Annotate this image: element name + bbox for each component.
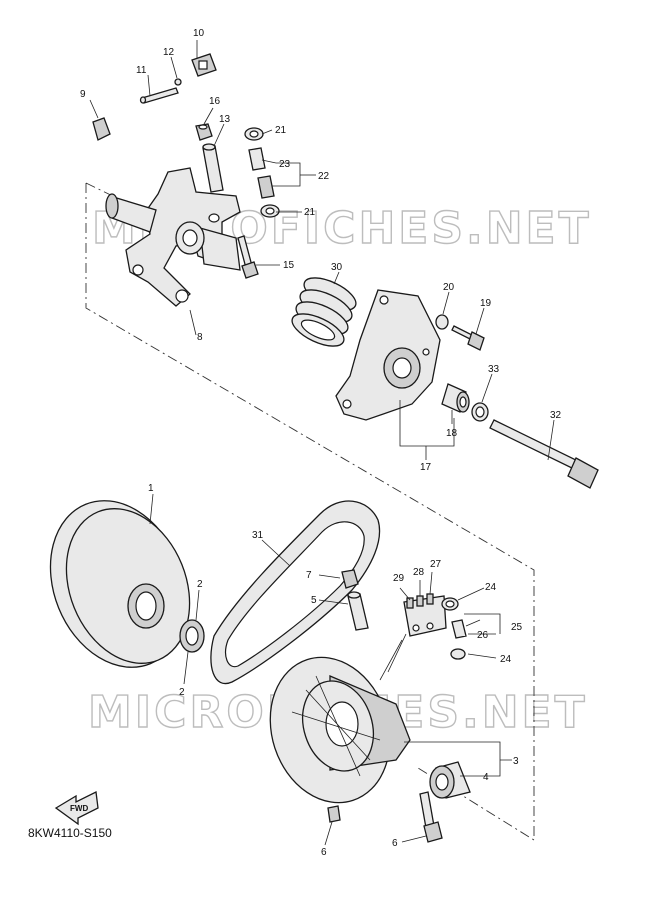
sleeve-part-5: [347, 591, 369, 631]
spring-part-30: [291, 277, 357, 347]
callout-33: 33: [488, 364, 500, 375]
callout-13: 12: [163, 47, 175, 58]
callout-1: 1: [148, 483, 154, 494]
bolt-part-15: [237, 235, 259, 279]
callout-20: 20: [443, 282, 455, 293]
callout-32: 32: [550, 410, 562, 421]
bushing-group-21-23: [244, 127, 280, 218]
callout-4: 4: [483, 772, 489, 783]
callout-30: 30: [331, 262, 343, 273]
pin-part-12: [139, 87, 179, 104]
callout-2-bottom: 2: [179, 687, 185, 698]
callout-3: 3: [513, 756, 519, 767]
callout-24-top: 24: [485, 582, 497, 593]
callout-31: 31: [252, 530, 264, 541]
sheave-part-1: [49, 500, 191, 668]
callout-7: 6: [392, 838, 398, 849]
callout-9: 8: [197, 332, 203, 343]
callout-10: 9: [80, 89, 86, 100]
belt-part-31: [210, 500, 381, 685]
fwd-label: FWD: [70, 804, 88, 813]
bolt-part-32: [489, 419, 599, 489]
pin-part-6: [327, 805, 341, 823]
callout-22: 22: [318, 171, 330, 182]
callout-25: 25: [511, 622, 523, 633]
bearing-part-18: [441, 383, 470, 413]
callout-21-top: 21: [275, 125, 287, 136]
leader-lines: [89, 40, 555, 846]
callout-6: 6: [321, 847, 327, 858]
callout-19: 19: [480, 298, 492, 309]
washer-part-33: [471, 402, 489, 422]
callout-24-bottom: 24: [500, 654, 512, 665]
callout-21-bottom: 21: [304, 207, 316, 218]
cover-part-17: [335, 289, 441, 421]
callout-14: 13: [219, 114, 231, 125]
diagram-code: 8KW4110-S150: [28, 826, 112, 840]
washer-part-20: [435, 314, 449, 330]
bushing-part-26: [450, 619, 467, 660]
bolt-part-19: [451, 325, 485, 351]
nut-part-16: [195, 123, 213, 141]
pin-plate-part-25: [403, 593, 447, 637]
bearing-part-4: [429, 761, 471, 799]
callouts: 10 12 11 9 16 13 21 23 22 21 15 30 20 19…: [80, 28, 562, 858]
nut-part-8: [341, 569, 359, 589]
callout-18: 18: [446, 428, 458, 439]
callout-8: 7: [306, 570, 312, 581]
callout-29: 29: [393, 573, 405, 584]
callout-27: 27: [430, 559, 442, 570]
callout-11: 10: [193, 28, 205, 39]
washer-part-24: [441, 597, 459, 611]
callout-17: 17: [420, 462, 432, 473]
callout-2-top: 2: [197, 579, 203, 590]
collar-part-2: [179, 619, 205, 653]
fwd-arrow-icon: FWD: [54, 791, 99, 826]
callout-26: 26: [477, 630, 489, 641]
ring-part-13: [174, 78, 182, 86]
arm-part-9: [105, 167, 241, 307]
callout-5: 5: [311, 595, 317, 606]
block-part-10: [92, 117, 111, 141]
sheave-part-3: [269, 656, 411, 804]
callout-15: 15: [283, 260, 295, 271]
clip-part-11: [191, 53, 217, 77]
callout-16: 16: [209, 96, 221, 107]
bolt-part-7: [419, 791, 443, 843]
callout-23: 23: [279, 159, 291, 170]
sleeve-part-14: [202, 143, 224, 193]
callout-12: 11: [136, 65, 147, 76]
callout-28: 28: [413, 567, 425, 578]
